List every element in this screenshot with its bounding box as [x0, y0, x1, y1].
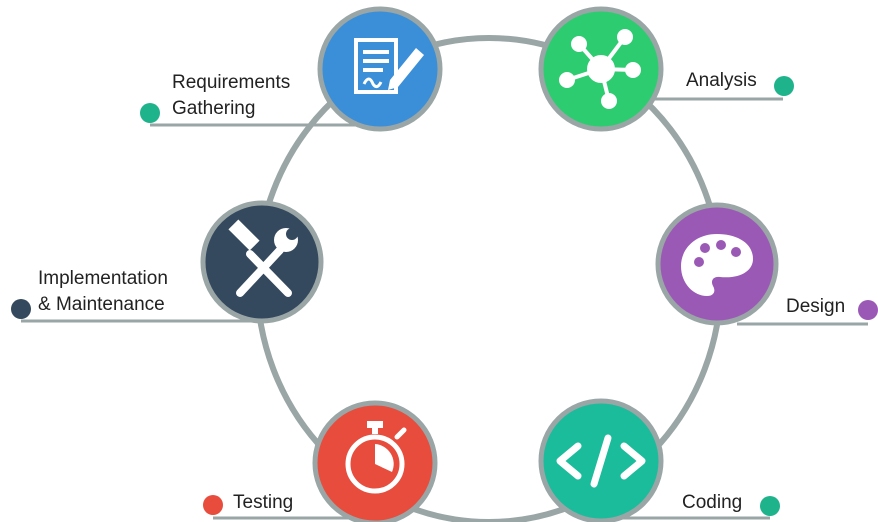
- requirements-document-icon: [354, 38, 424, 94]
- dot-analysis: [774, 76, 794, 96]
- palette-icon: [681, 234, 753, 296]
- stage-node-coding: [538, 398, 664, 522]
- stage-node-implementation: [200, 200, 324, 324]
- stage-node-testing: [312, 400, 438, 522]
- network-hub-icon: [559, 29, 641, 109]
- dot-coding: [760, 496, 780, 516]
- stage-node-design: [655, 202, 779, 326]
- dot-implementation: [11, 299, 31, 319]
- code-brackets-icon: [556, 434, 646, 488]
- stopwatch-icon: [345, 421, 407, 494]
- stage-node-analysis: [538, 6, 664, 132]
- stage-label-coding: Coding: [682, 492, 743, 513]
- stage-label-testing: Testing: [233, 492, 294, 513]
- dot-testing: [203, 495, 223, 515]
- stage-label-implementation: Implementation & Maintenance: [38, 268, 168, 315]
- dot-requirements: [140, 103, 160, 123]
- leader-dots: [11, 76, 878, 516]
- stage-label-design: Design: [786, 296, 846, 317]
- stage-label-requirements: Requirements Gathering: [172, 72, 291, 119]
- tools-icon: [228, 219, 298, 297]
- stage-label-analysis: Analysis: [686, 70, 757, 91]
- dot-design: [858, 300, 878, 320]
- stage-node-requirements: [317, 6, 443, 132]
